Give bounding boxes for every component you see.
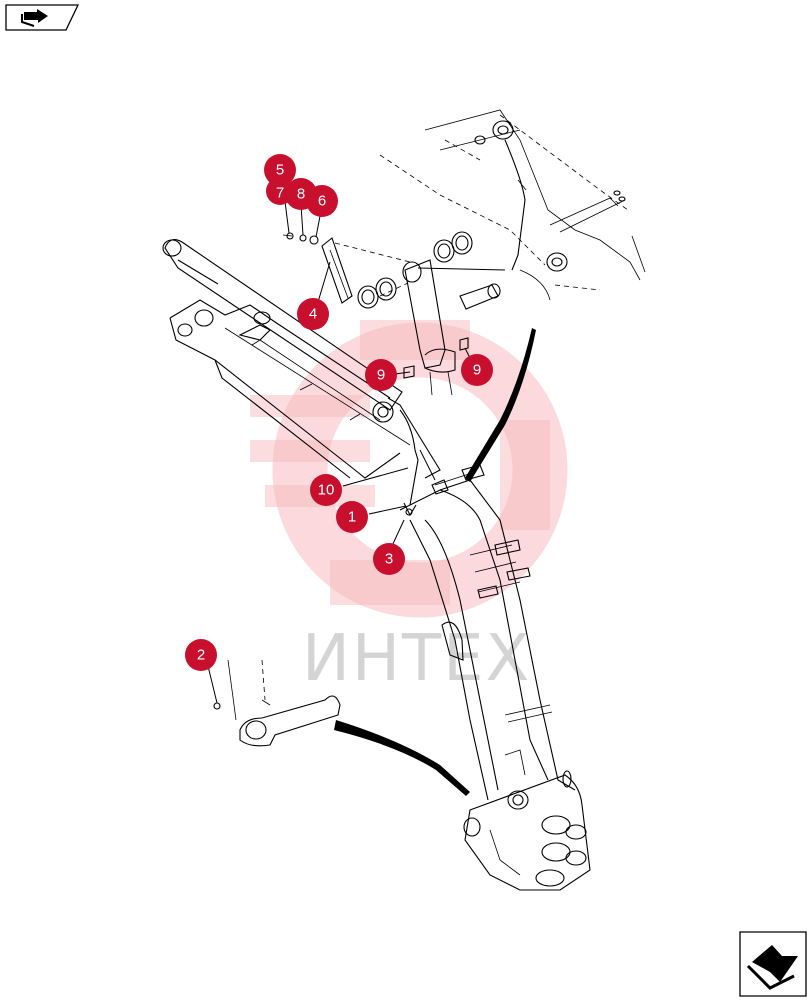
callout-3[interactable]: 3 bbox=[373, 543, 405, 575]
previous-page-icon[interactable] bbox=[5, 4, 80, 31]
grease-hose bbox=[399, 409, 419, 517]
main-boom bbox=[399, 464, 576, 801]
callout-9-left-label: 9 bbox=[377, 367, 385, 384]
callout-2-label: 2 bbox=[197, 647, 205, 664]
pipe-bracket bbox=[213, 659, 341, 747]
callout-10-label: 10 bbox=[318, 482, 335, 499]
washers bbox=[357, 231, 473, 309]
callout-3-label: 3 bbox=[385, 551, 393, 568]
boom-cylinder-bracket bbox=[334, 242, 506, 396]
callout-5[interactable]: 5 bbox=[264, 154, 296, 186]
callout-10[interactable]: 10 bbox=[310, 474, 342, 506]
boom-foot bbox=[463, 770, 591, 891]
callout-2[interactable]: 2 bbox=[185, 639, 217, 671]
stick-arm bbox=[162, 239, 441, 479]
watermark-text: ИНТЕХ bbox=[302, 622, 531, 696]
pointer-arrows bbox=[334, 328, 536, 796]
callout-1[interactable]: 1 bbox=[336, 501, 368, 533]
callout-7-label: 7 bbox=[276, 185, 284, 202]
plate-hardware bbox=[282, 232, 353, 304]
callout-9-right[interactable]: 9 bbox=[461, 354, 493, 386]
callout-9-left[interactable]: 9 bbox=[365, 359, 397, 391]
next-page-icon[interactable] bbox=[739, 931, 807, 997]
spacer-parts bbox=[403, 337, 469, 379]
callout-4-label: 4 bbox=[309, 306, 317, 323]
callout-1-label: 1 bbox=[348, 509, 356, 526]
callout-4[interactable]: 4 bbox=[297, 298, 329, 330]
leader-lines bbox=[207, 177, 473, 704]
callout-6[interactable]: 6 bbox=[306, 185, 338, 217]
callout-5-label: 5 bbox=[276, 162, 284, 179]
machine-frame bbox=[379, 109, 646, 301]
watermark: ИНТЕХ bbox=[250, 320, 568, 696]
callout-9-right-label: 9 bbox=[473, 362, 481, 379]
callout-6-label: 6 bbox=[318, 193, 326, 210]
callout-8-label: 8 bbox=[297, 186, 305, 203]
